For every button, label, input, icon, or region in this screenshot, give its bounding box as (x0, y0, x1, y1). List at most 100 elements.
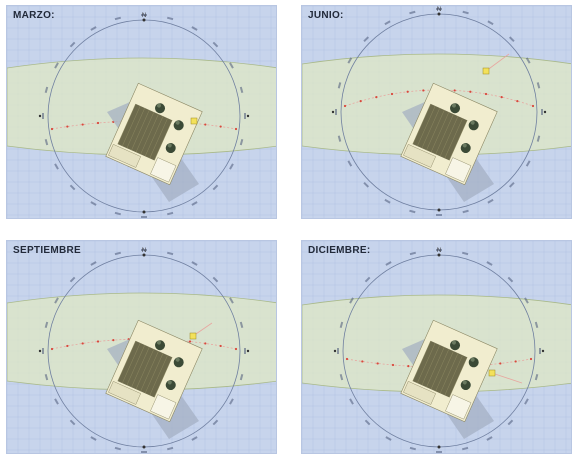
panel-title: JUNIO: (308, 10, 344, 21)
azimuth-tick (114, 211, 122, 216)
house-terrace (108, 381, 141, 405)
north-marker (437, 253, 441, 257)
sun-path-line (344, 89, 534, 107)
sun-hour-point (499, 362, 502, 365)
azimuth-tick (69, 276, 76, 283)
sun-hour-point (96, 340, 100, 343)
azimuth-tick (364, 419, 371, 426)
sun-hour-point (219, 344, 222, 348)
sun-hour-point (204, 123, 207, 126)
pergola-slat (122, 105, 141, 147)
azimuth-tick (409, 209, 416, 214)
azimuth-tick (536, 135, 541, 142)
azimuth-ticks (42, 249, 246, 453)
house-terrace (403, 144, 436, 168)
pergola-slat (117, 103, 136, 145)
pergola-slat (444, 355, 463, 396)
sun-hour-point (531, 104, 535, 108)
azimuth-tick (364, 276, 371, 283)
pergola-slat (140, 114, 159, 155)
panel-marzo: MARZO: N (6, 5, 277, 219)
house-room (445, 394, 472, 420)
sun-hour-point (188, 340, 192, 343)
south-marker (437, 445, 441, 449)
south-marker (142, 210, 146, 214)
azimuth-tick (69, 41, 76, 48)
sun-icon (190, 117, 198, 125)
sun-path-diagram-junio: N (302, 6, 571, 218)
sun-hour-point (500, 96, 503, 99)
azimuth-tick (191, 261, 198, 266)
azimuth-tick (536, 82, 541, 89)
sun-hour-point (81, 342, 84, 345)
tree-highlight (156, 340, 161, 345)
tree-highlight (462, 380, 467, 385)
house-model (400, 82, 498, 186)
azimuth-tick (44, 321, 49, 329)
pergola-slat (135, 348, 155, 390)
pergola-slat (430, 111, 450, 153)
azimuth-tick (509, 36, 515, 42)
azimuth-tick (409, 10, 416, 15)
azimuth-tick (525, 160, 531, 167)
house-room (445, 157, 472, 183)
north-marker (142, 18, 146, 22)
azimuth-tick (69, 419, 76, 426)
azimuth-tick (141, 451, 147, 453)
north-label: N (142, 13, 146, 19)
sun-ray (491, 372, 523, 384)
sun-hour-point (219, 125, 222, 128)
tree-highlight (167, 380, 172, 385)
azimuth-tick (487, 198, 494, 204)
north-marker (142, 253, 146, 257)
azimuth-tick (244, 113, 246, 119)
sun-hour-point (96, 121, 100, 125)
azimuth-tick (114, 446, 122, 451)
sun-icon (482, 67, 490, 75)
sun-hour-point (81, 123, 84, 126)
pergola-slat (444, 118, 463, 159)
east-marker (541, 349, 545, 353)
azimuth-tick (239, 86, 244, 94)
pergola-slat (412, 103, 431, 145)
pergola-slat (439, 353, 459, 394)
pergola-slat (144, 116, 164, 157)
north-label: N (142, 248, 146, 254)
azimuth-tick (212, 184, 219, 191)
south-marker (142, 445, 146, 449)
tree-highlight (175, 357, 180, 362)
panel-title: MARZO: (13, 10, 55, 21)
sun-hour-point (345, 357, 349, 361)
azimuth-tick (486, 261, 493, 266)
sun-hour-point (390, 92, 394, 96)
azimuth-tick (239, 321, 244, 329)
pergola-slat (122, 342, 141, 384)
azimuth-tick (507, 419, 514, 426)
azimuth-tick (90, 261, 97, 266)
azimuth-tick (114, 16, 122, 21)
azimuth-tick (541, 109, 543, 115)
azimuth-tick (69, 184, 76, 191)
azimuth-ticks (42, 14, 246, 218)
sun-hour-point (422, 89, 425, 92)
west-marker (333, 349, 337, 353)
east-marker (246, 349, 250, 353)
azimuth-tick (54, 297, 59, 304)
azimuth-tick (436, 451, 442, 453)
azimuth-tick (166, 446, 174, 451)
azimuth-tick (486, 436, 493, 441)
pergola-slat (421, 107, 441, 149)
house-model (105, 82, 203, 186)
azimuth-tick (462, 209, 469, 214)
pergola-slat (412, 340, 431, 382)
house-model (105, 319, 203, 423)
azimuth-tick (141, 216, 147, 218)
sun-path-diagram-marzo: N (7, 6, 276, 218)
sun-hour-point (469, 90, 472, 93)
west-marker (331, 110, 335, 114)
pergola-slat (426, 346, 445, 388)
pergola-slat (117, 340, 136, 382)
azimuth-tick (347, 57, 353, 64)
azimuth-tick (524, 398, 529, 405)
azimuth-tick (337, 348, 339, 354)
